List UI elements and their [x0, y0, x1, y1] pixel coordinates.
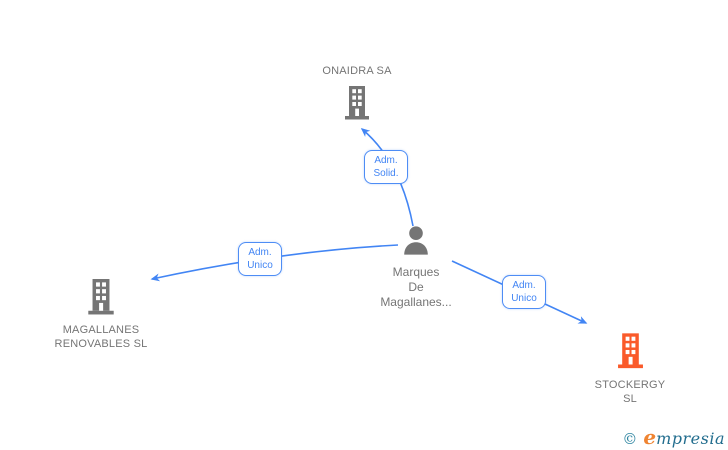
edge-label-line2: Unico — [247, 260, 273, 271]
magallanes-label-line2: RENOVABLES SL — [54, 338, 148, 350]
node-marques-de-magallanes[interactable]: Marques De Magallanes... — [346, 226, 486, 310]
building-icon-highlighted[interactable] — [617, 333, 644, 374]
person-label-line3: Magallanes... — [380, 295, 452, 309]
node-stockergy-sl[interactable]: STOCKERGY SL — [570, 333, 690, 406]
building-icon[interactable] — [344, 86, 370, 125]
empresia-logo-text: mpresia — [656, 429, 725, 448]
stockergy-label-line1: STOCKERGY — [594, 379, 666, 391]
edge-label-line1: Adm. — [512, 280, 536, 291]
person-icon[interactable] — [400, 226, 432, 261]
edge-label-line1: Adm. — [248, 247, 272, 258]
node-label-stockergy: STOCKERGY SL — [595, 378, 666, 406]
copyright-icon: © — [622, 430, 638, 448]
edge-label-line2: Solid. — [373, 168, 399, 179]
edge-label-adm-solid: Adm. Solid. — [364, 150, 408, 184]
building-icon[interactable] — [87, 279, 115, 320]
edge-label-line2: Unico — [511, 293, 537, 304]
empresia-logo-initial: e — [643, 425, 657, 449]
node-label-onaidra: ONAIDRA SA — [322, 65, 392, 77]
node-label-magallanes: MAGALLANES RENOVABLES SL — [55, 323, 148, 351]
magallanes-label-line1: MAGALLANES — [62, 324, 140, 336]
node-label-person: Marques De Magallanes... — [380, 265, 451, 310]
person-label-line1: Marques — [392, 265, 440, 279]
stockergy-label-line2: SL — [623, 393, 637, 405]
edge-label-adm-unico-left: Adm. Unico — [238, 242, 282, 276]
person-label-line2: De — [408, 280, 424, 294]
node-magallanes-renovables-sl[interactable]: MAGALLANES RENOVABLES SL — [21, 279, 181, 351]
edge-label-adm-unico-right: Adm. Unico — [502, 275, 546, 309]
node-onaidra-sa[interactable]: ONAIDRA SA — [277, 64, 437, 125]
empresia-watermark: © empresia — [622, 425, 725, 449]
edge-label-line1: Adm. — [374, 155, 398, 166]
